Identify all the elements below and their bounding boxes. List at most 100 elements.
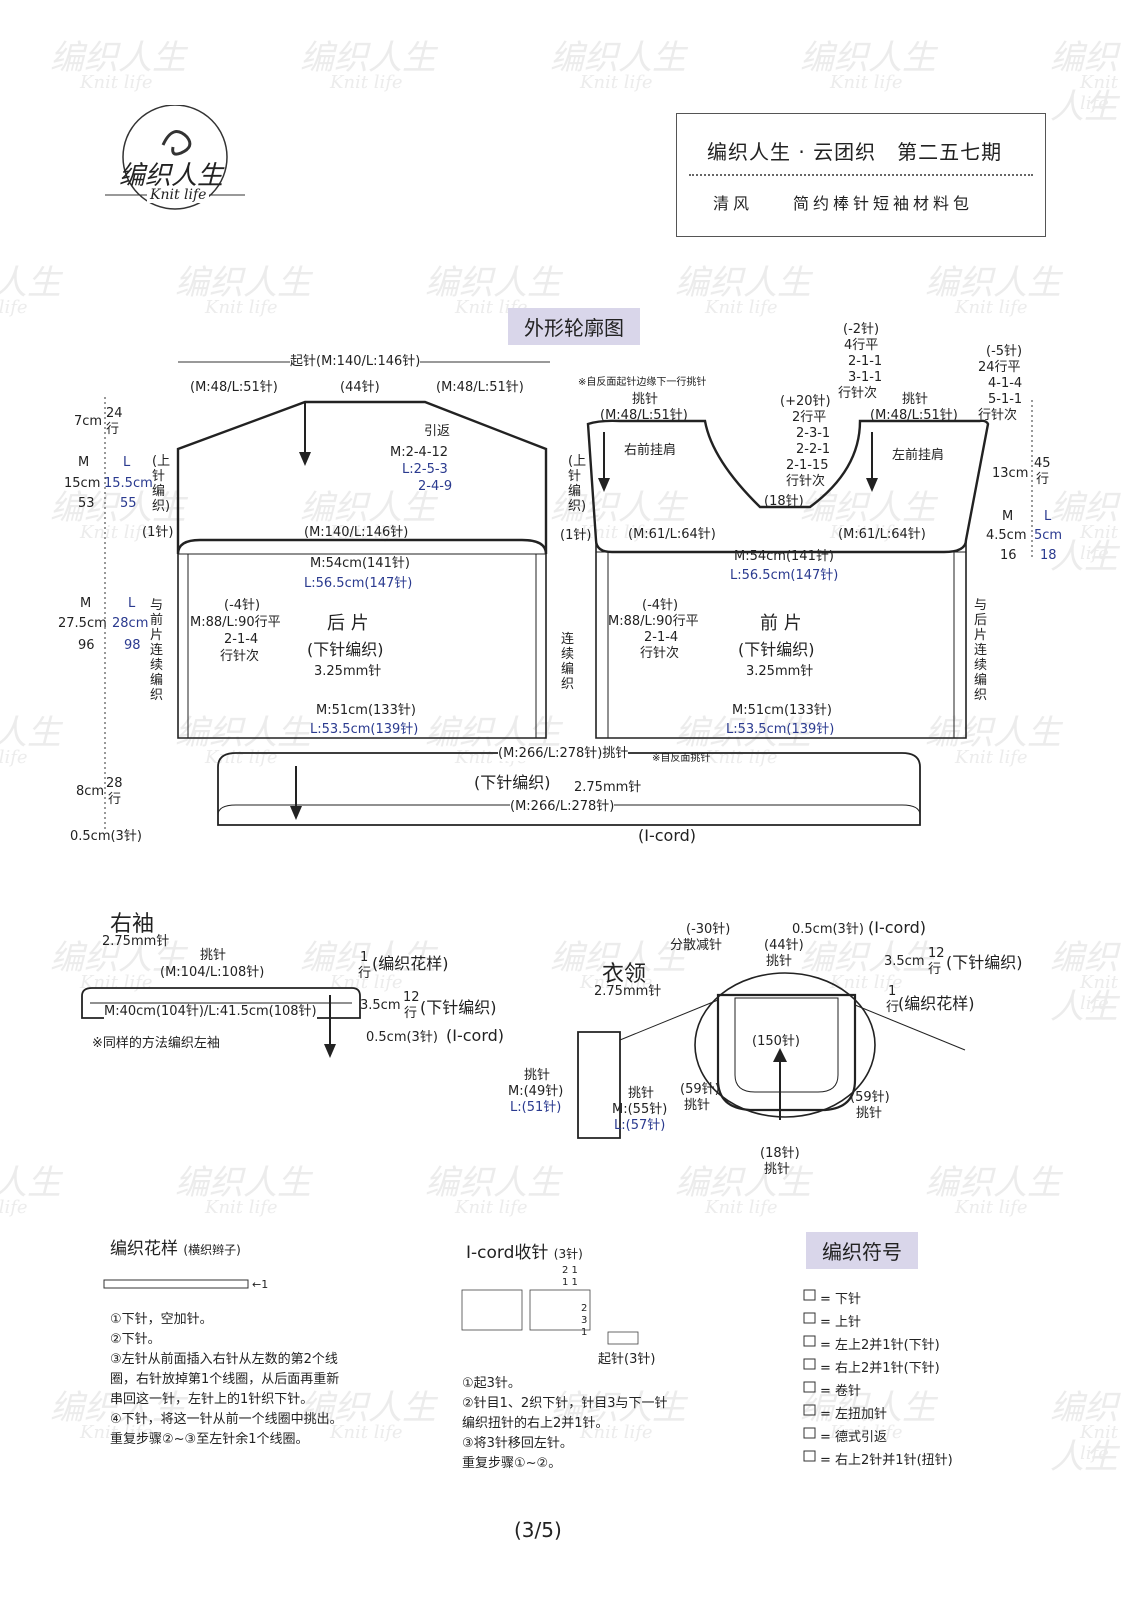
front-dec3: 2-1-4	[644, 630, 679, 645]
hem-r28-unit: 行	[108, 792, 122, 807]
pattern-step: 串回这一针，左针上的1针织下针。	[110, 1392, 314, 1407]
watermark-logo: 编织人生	[675, 1163, 811, 1203]
sleeve-note: ※同样的方法编织左袖	[92, 1036, 220, 1051]
icord-r2: 2	[581, 1303, 588, 1314]
back-stitch: (下针编织)	[307, 640, 384, 659]
watermark-logo: 编织人生	[1050, 38, 1118, 127]
watermark-logo: 编织人生	[925, 1163, 1061, 1203]
front-inc2: 2行平	[792, 410, 827, 425]
pattern-step: ④下针，将这一针从前一个线圈中挑出。	[110, 1412, 343, 1427]
watermark-sub: Knit life	[830, 1422, 903, 1443]
watermark-logo: 编织人生	[550, 488, 686, 528]
collar-m-l: L:(57针)	[614, 1118, 666, 1133]
watermark-sub: Knit life	[580, 522, 653, 543]
section-title-outline: 外形轮廓图	[508, 308, 640, 345]
page-number: (3/5)	[514, 1518, 562, 1542]
icord-step: ②针目1、2织下针，针目3与下一针	[462, 1396, 668, 1411]
front-dec4: 行针次	[640, 646, 680, 661]
back-one-st: (1针)	[142, 525, 174, 540]
watermark-logo: 编织人生	[800, 488, 936, 528]
collar-center: (150针)	[752, 1034, 800, 1049]
watermark-logo: 编织人生	[50, 488, 186, 528]
section-title-symbols: 编织符号	[806, 1232, 918, 1269]
front-bottom-m: M:51cm(133针)	[732, 703, 832, 718]
collar-l-l: L:(51针)	[510, 1100, 562, 1115]
collar-pattern: (编织花样)	[898, 994, 975, 1013]
watermark-sub: Knit life	[580, 72, 653, 93]
watermark-logo: 编织人生	[175, 713, 311, 753]
back-h7: 7cm	[74, 414, 103, 429]
front-note-top: ※自反面起针边缘下一行挑针	[578, 377, 707, 388]
watermark-logo: 编织人生	[1050, 1388, 1118, 1477]
watermark-logo: 编织人生	[675, 263, 811, 303]
front-upper-knit: (上针编织)	[568, 454, 587, 514]
watermark-logo: 编织人生	[0, 713, 61, 753]
watermark-sub: Knit life	[330, 522, 403, 543]
watermark-logo: 编织人生	[675, 713, 811, 753]
back-m: M	[78, 455, 90, 470]
watermark-sub: Knit life	[80, 522, 153, 543]
front-side-left: 连续编织	[561, 632, 575, 692]
collar-m-pick: 挑针	[628, 1086, 655, 1101]
front-h45: 4.5cm	[986, 528, 1027, 543]
pattern-title: 编织花样 (横织辫子)	[110, 1234, 241, 1259]
back-sr-l2: 2-4-9	[418, 479, 453, 494]
back-top-right: (M:48/L:51针)	[436, 380, 524, 395]
pattern-title-sub: (横织辫子)	[183, 1243, 241, 1257]
back-top-mid: (44针)	[340, 380, 380, 395]
back-r55: 55	[120, 496, 137, 511]
sleeve-h35: 3.5cm	[360, 998, 401, 1013]
sleeve-r12-unit: 行	[404, 1006, 418, 1021]
watermark-sub: Knit life	[0, 297, 28, 318]
front-r45-unit: 行	[1036, 472, 1050, 487]
collar-icord: (I-cord)	[868, 918, 927, 937]
watermark-sub: Knit life	[830, 522, 903, 543]
symbol-m1l: = 左扭加针	[820, 1407, 888, 1422]
back-dec2: M:88/L:90行平	[190, 615, 281, 630]
collar-title: 衣领	[602, 962, 647, 987]
sleeve-pattern: (编织花样)	[372, 954, 449, 973]
back-dec1: (-4针)	[224, 598, 261, 613]
back-upper-knit: (上针编织)	[152, 454, 171, 514]
front-needle: 3.25mm针	[746, 664, 814, 679]
front-stitch: (下针编织)	[738, 640, 815, 659]
collar-top: (44针)	[764, 938, 804, 953]
back-bottom-m: M:51cm(133针)	[316, 703, 416, 718]
watermark-logo: 编织人生	[925, 263, 1061, 303]
logo-text: 编织人生	[119, 161, 224, 191]
watermark-sub: Knit life	[330, 72, 403, 93]
back-r53: 53	[78, 496, 95, 511]
title-box: 编织人生 · 云团织 第二五七期 清风 简约棒针短袖材料包	[676, 113, 1046, 237]
front-side-right: 与后片连续编织	[974, 598, 988, 703]
sleeve-h05: 0.5cm(3针)	[366, 1030, 438, 1045]
watermark-sub: Knit life	[455, 1197, 528, 1218]
front-right-shoulder: 右前挂肩	[624, 443, 677, 458]
collar-top2: 挑针	[766, 954, 793, 969]
watermark-sub: Knit life	[80, 1422, 153, 1443]
sleeve-r1-unit: 行	[358, 966, 372, 981]
collar-dec: (-30针)	[686, 922, 731, 937]
watermark-sub: Knit life	[1080, 1422, 1119, 1464]
watermark-logo: 编织人生	[550, 38, 686, 78]
watermark-sub: Knit life	[580, 972, 653, 993]
front-m: M	[1002, 509, 1014, 524]
watermark-logo: 编织人生	[300, 1388, 436, 1428]
collar-h35: 3.5cm	[884, 954, 925, 969]
title-line2: 清风 简约棒针短袖材料包	[713, 194, 974, 213]
front-r1: (-5针)	[986, 344, 1023, 359]
hem-pick-note: ※自反面挑针	[652, 753, 711, 764]
sleeve-width: M:40cm(104针)/L:41.5cm(108针)	[104, 1004, 317, 1019]
front-r2: 24行平	[978, 360, 1021, 375]
back-top-left: (M:48/L:51针)	[190, 380, 278, 395]
watermark-sub: Knit life	[580, 1422, 653, 1443]
front-bottom-l: L:53.5cm(139针)	[726, 722, 835, 737]
watermark-sub: Knit life	[330, 1422, 403, 1443]
watermark-sub: Knit life	[955, 297, 1028, 318]
pattern-step: ③左针从前面插入右针从左数的第2个线	[110, 1352, 338, 1367]
back-short-rows: 引返	[424, 424, 451, 439]
hem-bottom: (M:266/L:278针)	[510, 799, 615, 814]
symbol-ssk: = 右上2并1针(下针)	[820, 1361, 940, 1376]
symbol-knit: = 下针	[820, 1292, 862, 1307]
watermark-sub: Knit life	[205, 1197, 278, 1218]
front-h13: 13cm	[992, 466, 1029, 481]
